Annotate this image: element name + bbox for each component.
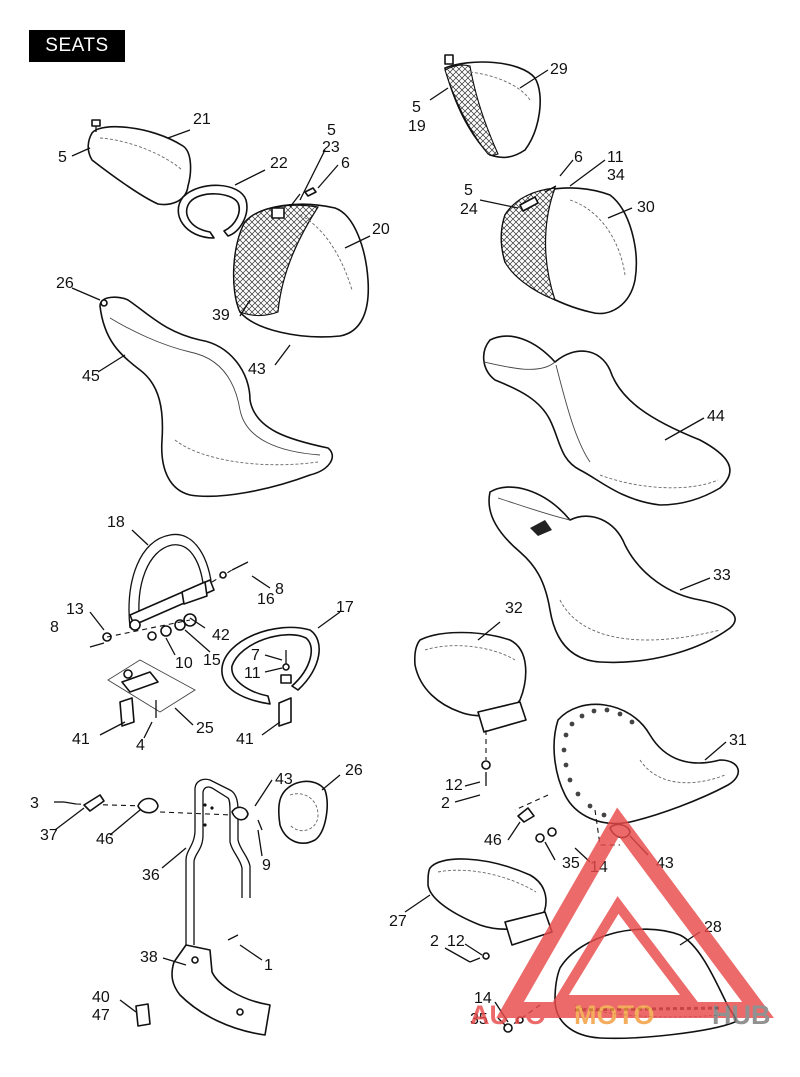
callout-labels: 21 5 22 5 23 6 20 26 39 45 43 29 5 19 6 … xyxy=(30,61,747,1028)
callout-35: 35 xyxy=(470,1011,488,1028)
callout-9: 9 xyxy=(262,857,271,874)
part-27-pillion xyxy=(427,858,553,963)
part-20-backrest xyxy=(232,187,370,338)
callout-38: 38 xyxy=(140,949,158,966)
callout-5: 5 xyxy=(412,99,421,116)
part-29-backrest-pad xyxy=(444,54,541,159)
callout-8: 8 xyxy=(50,619,59,636)
callout-16: 16 xyxy=(257,591,275,608)
part-45-two-up-seat xyxy=(99,296,334,498)
callout-41: 41 xyxy=(72,731,90,748)
callout-26: 26 xyxy=(56,275,74,292)
callout-26: 26 xyxy=(345,762,363,779)
callout-40: 40 xyxy=(92,989,110,1006)
part-26-pad xyxy=(277,780,328,844)
callout-12: 12 xyxy=(447,933,465,950)
callout-3: 3 xyxy=(30,795,39,812)
page-title: SEATS xyxy=(45,35,109,56)
callout-14: 14 xyxy=(474,990,492,1007)
part-33-large-seat xyxy=(488,486,736,664)
hardware-cluster xyxy=(89,561,292,727)
part-32-pillion xyxy=(413,631,527,786)
callout-34: 34 xyxy=(607,167,625,184)
part-38-plate xyxy=(135,934,271,1036)
callout-1: 1 xyxy=(264,957,273,974)
title-box: SEATS xyxy=(29,30,125,62)
callout-43: 43 xyxy=(275,771,293,788)
callout-5: 5 xyxy=(58,149,67,166)
part-36-sissy-bar xyxy=(159,778,263,945)
callout-36: 36 xyxy=(142,867,160,884)
callout-2: 2 xyxy=(441,795,450,812)
callout-20: 20 xyxy=(372,221,390,238)
callout-25: 25 xyxy=(196,720,214,737)
automotohub-watermark: AUTO MOTO HUB xyxy=(470,807,774,1030)
callout-11: 11 xyxy=(244,665,261,682)
callout-22: 22 xyxy=(270,155,288,172)
callout-23: 23 xyxy=(322,139,340,156)
watermark-auto: AUTO xyxy=(470,1000,546,1030)
part-30-backrest-basket xyxy=(500,185,638,315)
callout-6: 6 xyxy=(574,149,583,166)
part-17-spring-ring xyxy=(221,626,320,705)
callout-46: 46 xyxy=(484,832,502,849)
callout-8: 8 xyxy=(275,581,284,598)
callout-19: 19 xyxy=(408,118,426,135)
part-21-pillion-pad xyxy=(87,119,192,206)
callout-18: 18 xyxy=(107,514,125,531)
callout-32: 32 xyxy=(505,600,523,617)
callout-42: 42 xyxy=(212,627,230,644)
callout-5: 5 xyxy=(464,182,473,199)
watermark-hub: HUB xyxy=(712,1000,771,1030)
callout-24: 24 xyxy=(460,201,478,218)
callout-15: 15 xyxy=(203,652,221,669)
callout-7: 7 xyxy=(251,647,260,664)
part-18-bracket xyxy=(128,533,215,631)
callout-2: 2 xyxy=(430,933,439,950)
callout-44: 44 xyxy=(707,408,725,425)
callout-11: 11 xyxy=(607,149,624,166)
callout-29: 29 xyxy=(550,61,568,78)
callout-46: 46 xyxy=(96,831,114,848)
callout-30: 30 xyxy=(637,199,655,216)
callout-45: 45 xyxy=(82,368,100,385)
callout-5: 5 xyxy=(327,122,336,139)
callout-47: 47 xyxy=(92,1007,110,1024)
callout-33: 33 xyxy=(713,567,731,584)
left-hardware xyxy=(63,794,159,814)
part-44-seat xyxy=(482,335,731,506)
part-22-spring-ring xyxy=(177,184,248,239)
part-31-studded-seat xyxy=(514,703,740,825)
callout-39: 39 xyxy=(212,307,230,324)
callout-12: 12 xyxy=(445,777,463,794)
callout-43: 43 xyxy=(248,361,266,378)
callout-10: 10 xyxy=(175,655,193,672)
callout-31: 31 xyxy=(729,732,747,749)
callout-37: 37 xyxy=(40,827,58,844)
callout-13: 13 xyxy=(66,601,84,618)
callout-35: 35 xyxy=(562,855,580,872)
callout-41: 41 xyxy=(236,731,254,748)
callout-4: 4 xyxy=(136,737,145,754)
part-25-plate xyxy=(107,659,196,727)
watermark-moto: MOTO xyxy=(574,1000,655,1030)
callout-17: 17 xyxy=(336,599,354,616)
callout-27: 27 xyxy=(389,913,407,930)
callout-6: 6 xyxy=(341,155,350,172)
callout-21: 21 xyxy=(193,111,211,128)
